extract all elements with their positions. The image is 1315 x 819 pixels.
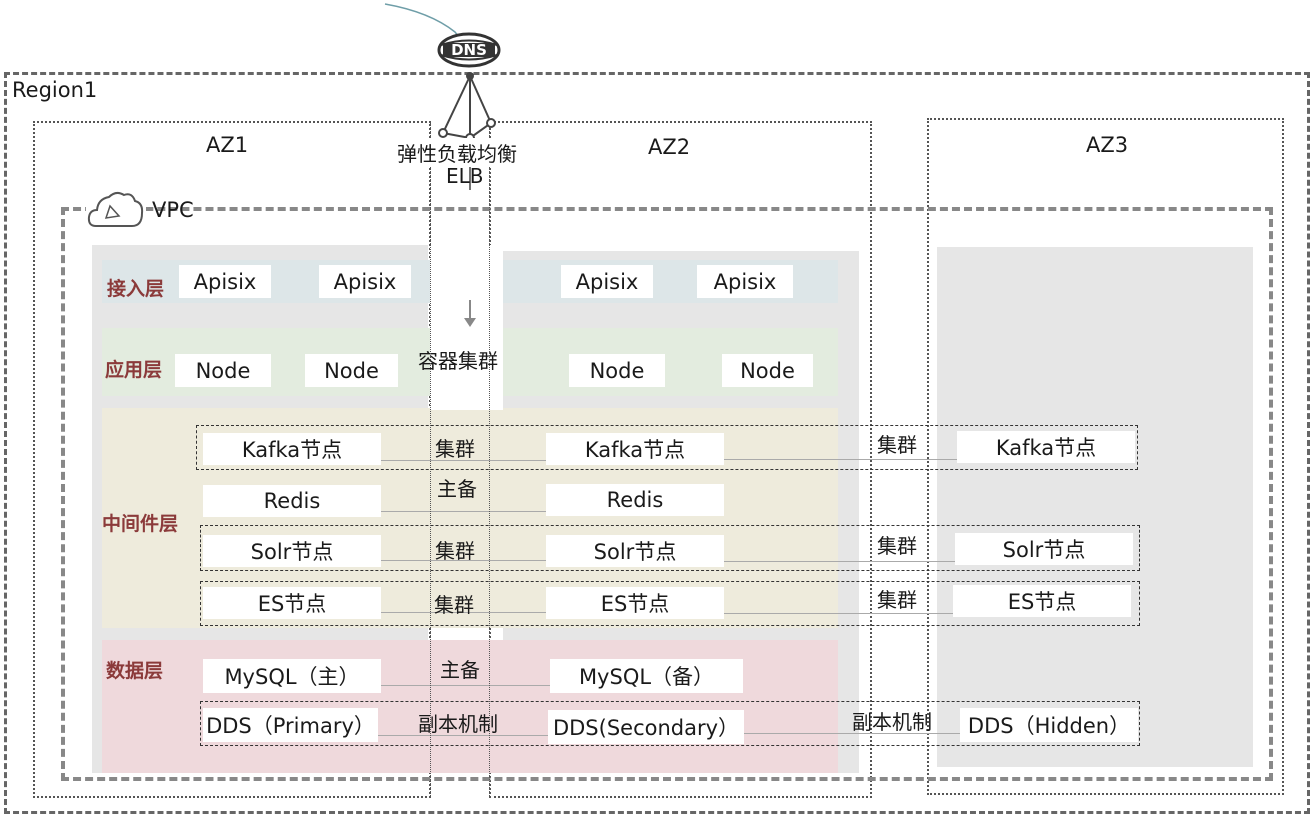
data-layer-label: 数据层 xyxy=(106,660,164,682)
app-node-2: Node xyxy=(305,354,398,387)
es-node-3: ES节点 xyxy=(953,585,1131,617)
kafka-link-2 xyxy=(724,459,957,460)
solr-link-label-1: 集群 xyxy=(435,539,475,563)
elb-guide-line-right xyxy=(489,121,490,798)
es-node-1: ES节点 xyxy=(203,587,381,619)
kafka-node-3: Kafka节点 xyxy=(957,431,1135,463)
es-link-2 xyxy=(724,613,953,614)
solr-node-1: Solr节点 xyxy=(203,535,381,567)
dds-link-2 xyxy=(744,733,960,734)
kafka-link-1 xyxy=(381,460,546,461)
vpc-box xyxy=(61,207,1273,781)
az3-panel xyxy=(937,247,1253,767)
dns-icon: DNS xyxy=(437,32,501,68)
apisix-node-3: Apisix xyxy=(561,265,653,298)
mysql-link xyxy=(381,685,550,686)
redis-node-1: Redis xyxy=(203,485,381,517)
dns-label: DNS xyxy=(451,41,487,59)
kafka-cluster-group xyxy=(196,425,1138,470)
es-link-label-1: 集群 xyxy=(434,593,474,617)
redis-link-label: 主备 xyxy=(437,477,477,501)
app-layer-label: 应用层 xyxy=(105,359,163,381)
solr-link-1 xyxy=(381,560,546,561)
solr-link-2 xyxy=(724,561,955,562)
az3-box xyxy=(927,118,1284,795)
vpc-label: VPC xyxy=(152,198,194,222)
es-link-1 xyxy=(381,612,546,613)
dds-hidden-node: DDS（Hidden） xyxy=(960,708,1138,742)
dds-secondary-node: DDS(Secondary） xyxy=(548,710,744,744)
dds-primary-node: DDS（Primary） xyxy=(203,708,378,742)
solr-node-2: Solr节点 xyxy=(546,535,724,567)
access-layer-label: 接入层 xyxy=(107,278,165,300)
region-box xyxy=(4,72,1310,814)
mysql-primary-node: MySQL（主） xyxy=(203,659,381,693)
elb-gap xyxy=(430,245,503,410)
region-label: Region1 xyxy=(12,78,98,102)
app-node-4: Node xyxy=(722,354,813,387)
vpc-cloud-icon xyxy=(86,186,146,234)
kafka-link-label-1: 集群 xyxy=(435,437,475,461)
solr-cluster-group xyxy=(200,525,1140,571)
redis-link xyxy=(381,511,546,512)
apisix-node-1: Apisix xyxy=(179,265,271,298)
apisix-node-2: Apisix xyxy=(319,265,411,298)
dds-replica-group xyxy=(200,701,1140,746)
mysql-link-label: 主备 xyxy=(440,658,480,682)
dds-link-label-2: 副本机制 xyxy=(852,710,932,734)
middleware-layer-label: 中间件层 xyxy=(102,513,179,535)
elb-guide-line-left xyxy=(430,121,431,798)
app-node-1: Node xyxy=(175,354,271,387)
mysql-standby-node: MySQL（备） xyxy=(550,659,743,693)
es-cluster-group xyxy=(200,581,1140,626)
kafka-node-2: Kafka节点 xyxy=(546,433,724,465)
dds-link-label-1: 副本机制 xyxy=(418,712,498,736)
es-node-2: ES节点 xyxy=(546,587,724,619)
elb-label-en: ELB xyxy=(446,164,484,188)
elb-label-cn: 弹性负载均衡 xyxy=(396,138,518,167)
az1-label: AZ1 xyxy=(206,133,249,157)
kafka-node-1: Kafka节点 xyxy=(203,433,381,465)
redis-node-2: Redis xyxy=(546,484,724,516)
es-link-label-2: 集群 xyxy=(877,588,917,612)
az2-label: AZ2 xyxy=(648,135,691,159)
az3-label: AZ3 xyxy=(1086,133,1129,157)
container-cluster-label: 容器集群 xyxy=(418,349,498,373)
solr-link-label-2: 集群 xyxy=(877,534,917,558)
apisix-node-4: Apisix xyxy=(697,265,793,298)
solr-node-3: Solr节点 xyxy=(955,533,1133,565)
kafka-link-label-2: 集群 xyxy=(877,433,917,457)
app-node-3: Node xyxy=(569,354,665,387)
dds-link-1 xyxy=(378,735,548,736)
